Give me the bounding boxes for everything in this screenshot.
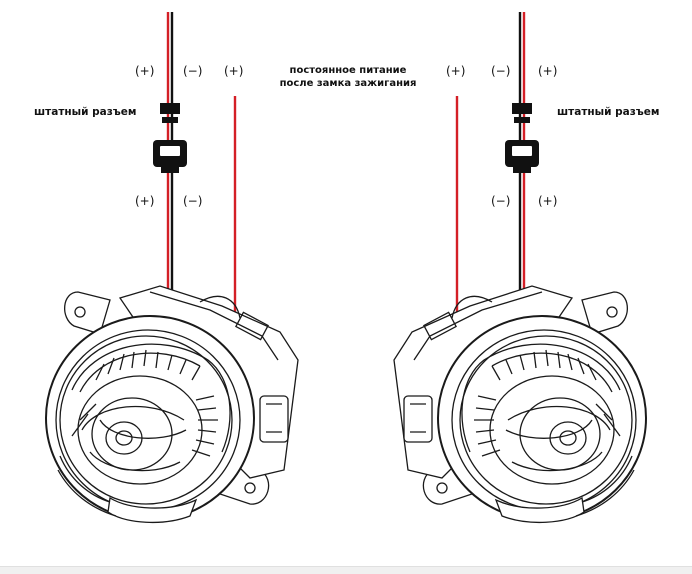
left-wiring: [153, 12, 237, 312]
left-connector-label: штатный разъем: [34, 106, 137, 118]
left-feed-plus-label: (+): [224, 64, 244, 78]
right-wiring: [455, 12, 539, 312]
left-bottom-minus-label: (−): [183, 194, 203, 208]
right-feed-plus-label: (+): [446, 64, 466, 78]
right-fog-lamp: [393, 285, 647, 524]
right-plug-top: [512, 103, 532, 114]
left-bottom-plus-label: (+): [135, 194, 155, 208]
right-top-minus-label: (−): [491, 64, 511, 78]
caption-line-2: после замка зажигания: [279, 78, 417, 89]
ignition-power-caption: постоянное питание после замка зажигания: [268, 64, 428, 90]
left-fog-lamp: [45, 285, 299, 524]
left-top-minus-label: (−): [183, 64, 203, 78]
right-connector-label: штатный разъем: [557, 106, 660, 118]
left-top-plus-label: (+): [135, 64, 155, 78]
right-bottom-plus-label: (+): [538, 194, 558, 208]
right-top-plus-label: (+): [538, 64, 558, 78]
left-plug-top: [160, 103, 180, 114]
caption-line-1: постоянное питание: [289, 65, 407, 76]
right-socket: [505, 140, 539, 173]
left-socket: [153, 140, 187, 173]
bottom-band: [0, 566, 692, 574]
right-bottom-minus-label: (−): [491, 194, 511, 208]
